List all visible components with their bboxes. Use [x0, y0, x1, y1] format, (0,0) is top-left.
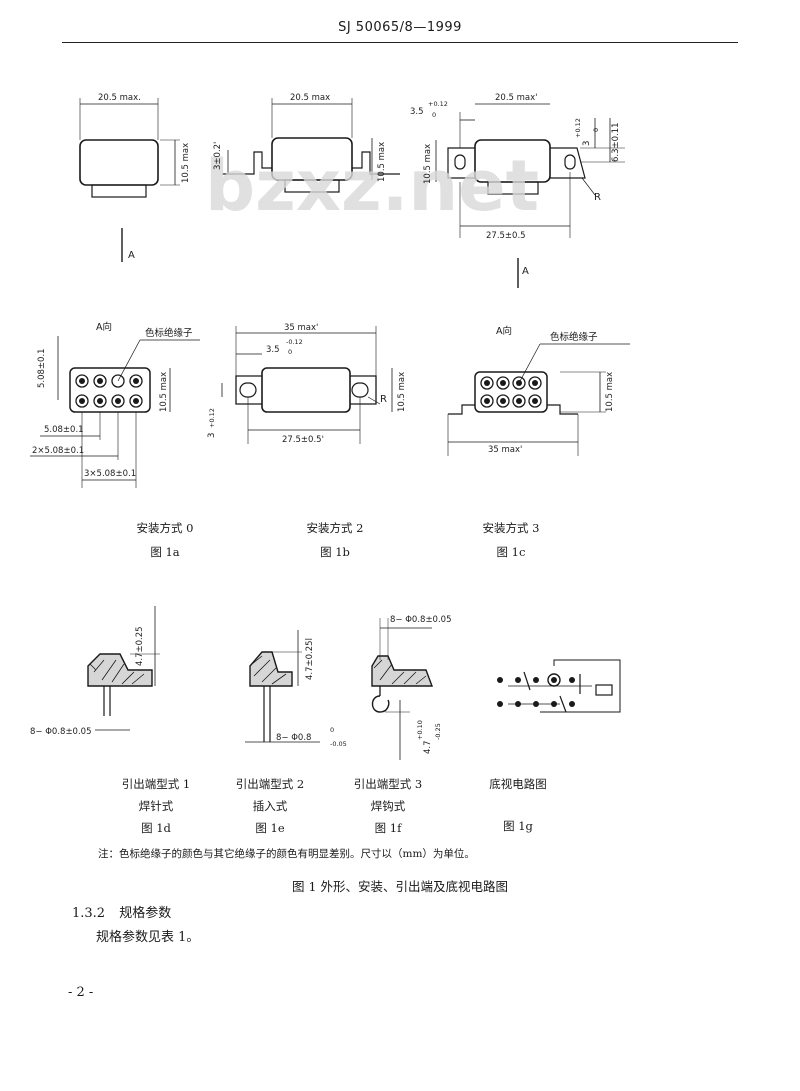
caption-1d-line1: 引出端型式 1 — [121, 777, 191, 791]
dim-4-7-1f: 4.7 — [423, 740, 433, 754]
label-color-insulator-1a: 色标绝缘子 — [145, 327, 193, 339]
dim-20-5-1a: 20.5 max. — [98, 93, 141, 103]
caption-1a: 安装方式 0 图 1a — [120, 520, 210, 560]
dim-2x5-08: 2×5.08±0.1 — [32, 446, 84, 456]
fig-1e-terminal — [245, 630, 320, 743]
dim-4-7-1e: 4.7±0.25l — [305, 638, 315, 680]
dim-20-5-1b: 20.5 max — [290, 93, 330, 103]
dim-3-5-1b: 3.5 — [266, 345, 280, 355]
caption-1e-line3: 图 1e — [255, 821, 285, 835]
fig-1b-body — [222, 98, 400, 193]
dim-pin-1e-tol2: -0.05 — [330, 740, 347, 748]
dim-pin-1d: 8− Φ0.8±0.05 — [30, 727, 92, 737]
section-body: 规格参数见表 1。 — [96, 930, 200, 945]
dim-pin-1e: 8− Φ0.8 — [276, 733, 311, 743]
caption-1b-line1: 安装方式 2 — [306, 521, 364, 535]
caption-1b-line2: 图 1b — [320, 545, 350, 559]
caption-1e-line1: 引出端型式 2 — [235, 777, 305, 791]
caption-1c-line2: 图 1c — [496, 545, 526, 559]
caption-1d-line3: 图 1d — [141, 821, 171, 835]
caption-1f-line2: 焊钩式 — [370, 799, 406, 813]
dim-3-5-tol0-1b: 0 — [288, 348, 292, 356]
dim-r-1b: R — [380, 394, 387, 405]
caption-1g-line2 — [468, 798, 568, 812]
dim-5-08: 5.08±0.1 — [44, 425, 84, 435]
dim-3x5-08: 3×5.08±0.1 — [84, 469, 136, 479]
caption-1a-line2: 图 1a — [150, 545, 180, 559]
dim-6-3-1c: 6.3±0.11 — [611, 122, 621, 162]
section-number: 1.3.2 — [72, 906, 106, 921]
dim-4-7-tol2-1f: -0.25 — [434, 723, 442, 740]
dim-3-5-tol0-1c: 0 — [432, 111, 436, 119]
dim-3-5-tol-1c: +0.12 — [428, 100, 448, 108]
dim-pin-1e-tol: 0 — [330, 726, 334, 734]
caption-1e-line2: 插入式 — [252, 799, 288, 813]
dim-pin-1f: 8− Φ0.8±0.05 — [390, 615, 452, 625]
section-heading: 1.3.2 规格参数 — [72, 902, 171, 921]
dim-35-1c: 35 max' — [488, 445, 522, 455]
fig-1d-terminal — [87, 606, 160, 731]
figure-drawing: bzxz.net 20.5 max. 20.5 max 20.5 max' 10… — [30, 93, 630, 760]
dim-3-1c: 3 — [582, 141, 592, 146]
dim-4-7-tol-1f: +0.10 — [416, 720, 424, 740]
dim-35-1b: 35 max' — [284, 323, 318, 333]
caption-1f: 引出端型式 3 焊钩式 图 1f — [338, 776, 438, 836]
header-rule — [62, 42, 738, 43]
dim-10-5-1c-view: 10.5 max — [605, 372, 615, 412]
dim-20-5-1c: 20.5 max' — [495, 93, 537, 103]
dim-10-5-1a-view: 10.5 max — [159, 372, 169, 412]
dim-3-tol-1c: +0.12 — [574, 118, 582, 138]
caption-1d-line2: 焊针式 — [138, 799, 174, 813]
fig-1c-a-view — [447, 343, 630, 456]
caption-1a-line1: 安装方式 0 — [136, 521, 194, 535]
fig-1f-terminal — [371, 618, 434, 760]
dim-3-5-1c: 3.5 — [410, 107, 424, 117]
fig-1g-circuit — [497, 659, 621, 713]
dim-3-1b: 3±0.2' — [213, 142, 223, 170]
watermark: bzxz.net — [205, 145, 539, 227]
dim-10-5-1b: 10.5 max — [377, 142, 387, 182]
label-color-insulator-1c: 色标绝缘子 — [550, 331, 598, 343]
dim-27-5-1b: 27.5±0.5' — [282, 435, 324, 445]
caption-1f-line3: 图 1f — [374, 821, 402, 835]
dim-10-5-1b-plan: 10.5 max — [397, 372, 407, 412]
dim-3-tol0-1c: 0 — [592, 128, 600, 132]
caption-1e: 引出端型式 2 插入式 图 1e — [220, 776, 320, 836]
caption-1g: 底视电路图 图 1g — [468, 776, 568, 834]
view-a-1a: A — [128, 250, 135, 261]
dim-5-08-vertical: 5.08±0.1 — [37, 348, 47, 388]
dim-10-5-1a: 10.5 max — [181, 143, 191, 183]
caption-1d: 引出端型式 1 焊针式 图 1d — [106, 776, 206, 836]
page-number: - 2 - — [68, 985, 94, 1000]
caption-1b: 安装方式 2 图 1b — [290, 520, 380, 560]
section-title: 规格参数 — [119, 906, 172, 921]
caption-1c-line1: 安装方式 3 — [482, 521, 540, 535]
figure-title: 图 1 外形、安装、引出端及底视电路图 — [292, 879, 508, 894]
fig-1b-plan — [221, 326, 393, 444]
caption-1g-line1: 底视电路图 — [489, 777, 547, 791]
dim-3-tol-1b-plan: +0.12 — [208, 408, 216, 428]
caption-1c: 安装方式 3 图 1c — [466, 520, 556, 560]
fig-1a-body — [79, 98, 180, 262]
caption-1g-line3: 图 1g — [503, 819, 533, 833]
dim-3-1b-plan: 3 — [207, 433, 217, 438]
dim-27-5-1c: 27.5±0.5 — [486, 231, 526, 241]
dim-r-1c: R — [594, 192, 601, 203]
label-a-view-1a: A向 — [96, 321, 112, 333]
dim-4-7-1d: 4.7±0.25 — [135, 626, 145, 666]
view-a-1c: A — [522, 266, 529, 277]
document-header: SJ 50065/8—1999 — [338, 20, 462, 35]
label-a-view-1c: A向 — [496, 325, 512, 337]
fig-1c-body — [435, 103, 625, 288]
dim-10-5-1c: 10.5 max — [423, 144, 433, 184]
caption-1f-line1: 引出端型式 3 — [353, 777, 423, 791]
dim-3-5-tol-1b: -0.12 — [286, 338, 303, 346]
fig-1a-a-view — [30, 336, 200, 488]
figure-note: 注：色标绝缘子的颜色与其它绝缘子的颜色有明显差别。尺寸以（mm）为单位。 — [98, 848, 475, 860]
